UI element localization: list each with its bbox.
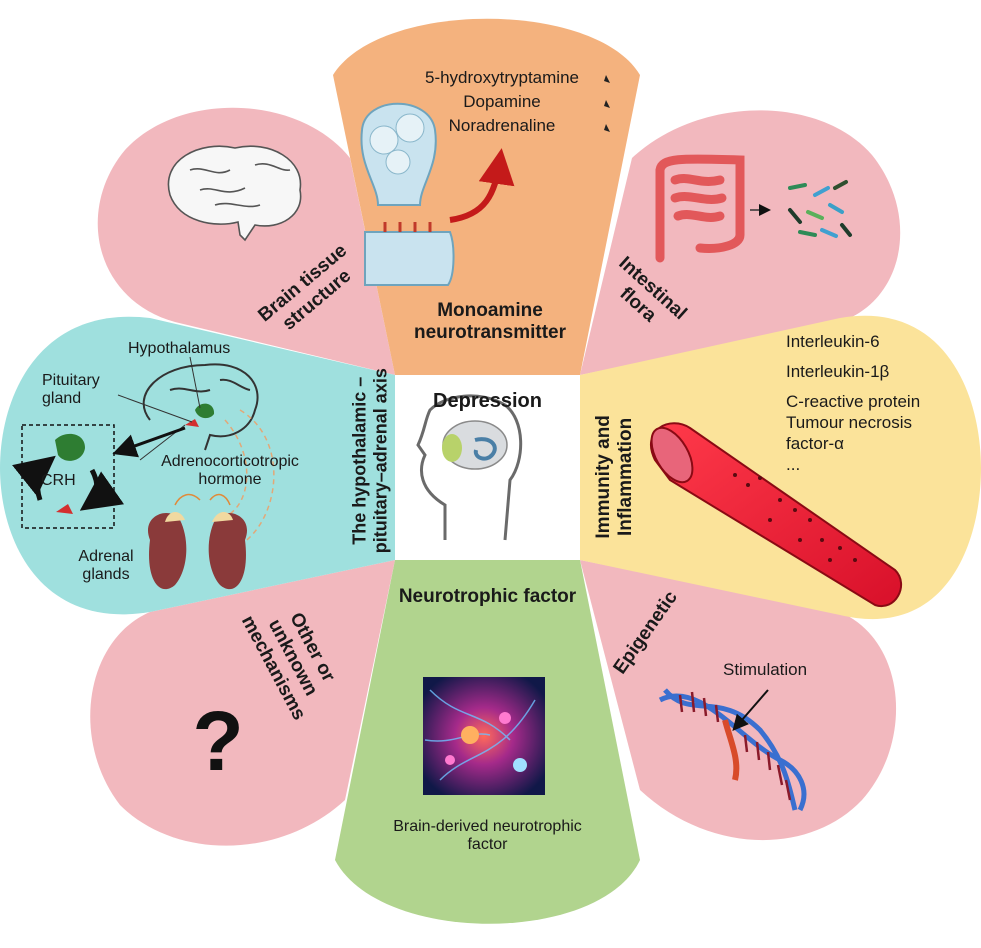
neurotrophic-caption: Brain-derived neurotrophic factor [393, 818, 582, 854]
center-title: Depression [433, 390, 542, 412]
petal-epigenetic [580, 560, 897, 841]
petal-immunity [580, 315, 981, 620]
synapse-icon [360, 102, 515, 286]
petal-hpa [0, 316, 395, 615]
monoamine-item-3: Noradrenaline [448, 116, 556, 135]
hypothalamus-label: Hypothalamus [128, 340, 231, 357]
brain-icon [167, 145, 302, 242]
neurotrophic-title: Neurotrophic factor [398, 586, 577, 607]
immunity-item-1: Interleukin-6 [786, 332, 880, 351]
neuron-image [423, 677, 545, 795]
immunity-item-6: ... [786, 455, 801, 474]
monoamine-title: Monoamine neurotransmitter [413, 300, 567, 343]
adrenal-label: Adrenal glands [78, 548, 134, 584]
acth-label: Adrenocorticotropic hormone [161, 453, 299, 489]
immunity-item-4: Tumour necrosis [786, 413, 912, 432]
blood-vessel-icon [649, 422, 902, 608]
crh-label: CRH [41, 472, 76, 489]
monoamine-item-1: 5-hydroxytryptamine [424, 68, 579, 87]
head-brain-icon [416, 394, 523, 541]
decrease-arrow-icons [604, 75, 610, 132]
pituitary-label: Pituitary gland [42, 372, 100, 408]
question-mark-icon: ? [192, 694, 243, 788]
immunity-item-2: Interleukin-1β [786, 362, 890, 381]
immunity-title: Immunity and Inflammation [593, 415, 636, 539]
stimulation-label: Stimulation [723, 660, 808, 679]
dna-icon [658, 688, 807, 812]
hpa-brain-outline-icon [142, 363, 259, 451]
dashed-box [12, 424, 125, 529]
intestine-icon [655, 154, 745, 263]
adrenal-glands-icon [147, 511, 248, 590]
petal-other [90, 560, 395, 846]
immunity-item-3: C-reactive protein [786, 392, 921, 411]
hpa-title: The hypothalamic –pituitary–adrenal axis [349, 368, 390, 554]
bacteria-icon [788, 180, 852, 238]
monoamine-item-2: Dopamine [463, 92, 541, 111]
immunity-item-5: factor-α [786, 434, 845, 453]
